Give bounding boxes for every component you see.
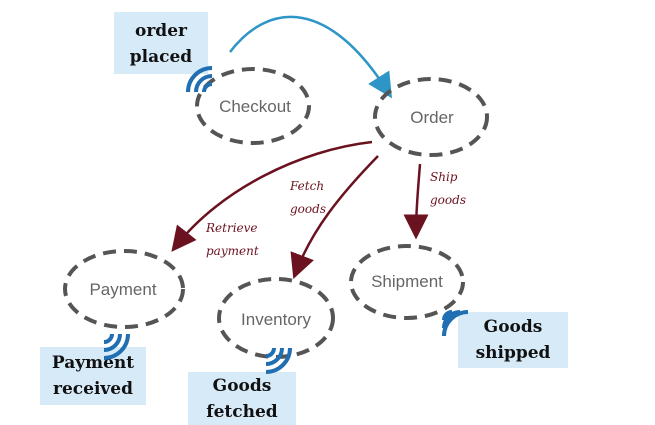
- node-inventory: Inventory: [217, 277, 335, 359]
- event-note-goods-fetched: Goods fetched: [188, 372, 296, 425]
- node-label: Payment: [89, 280, 156, 299]
- command-label-ship-goods: Ship goods: [430, 170, 466, 207]
- command-line-2: goods: [290, 202, 326, 216]
- note-background: [114, 12, 208, 74]
- command-arrow-fetch-goods: [290, 155, 379, 280]
- node-label: Order: [410, 108, 454, 127]
- node-checkout: Checkout: [195, 67, 311, 145]
- command-line-1: Fetch: [289, 179, 324, 193]
- broadcast-signal-icon: [265, 347, 292, 374]
- node-label: Shipment: [371, 272, 443, 291]
- node-outline: [63, 249, 185, 329]
- command-label-fetch-goods: Fetch goods: [289, 179, 326, 216]
- command-line-1: Retrieve: [205, 221, 258, 235]
- note-line-2: placed: [130, 47, 193, 67]
- node-shipment: Shipment: [349, 244, 465, 320]
- note-line-1: order: [135, 21, 188, 41]
- node-order: Order: [373, 77, 489, 157]
- node-outline: [195, 67, 311, 145]
- broadcast-signal-icon: [442, 310, 469, 337]
- node-label: Inventory: [241, 310, 311, 329]
- broadcast-signal-icon: [103, 333, 130, 360]
- node-label: Checkout: [219, 97, 291, 116]
- note-line-1: Payment: [52, 353, 134, 373]
- command-line-2: goods: [430, 193, 466, 207]
- broadcast-signal-icon: [186, 66, 213, 93]
- node-payment: Payment: [63, 249, 185, 329]
- command-label-retrieve-payment: Retrieve payment: [205, 221, 259, 258]
- command-arrow-retrieve-payment: [171, 140, 373, 252]
- node-outline: [373, 77, 489, 157]
- note-line-2: shipped: [476, 343, 551, 363]
- node-outline: [217, 277, 335, 359]
- note-background: [458, 312, 568, 368]
- note-background: [188, 372, 296, 425]
- note-line-1: Goods: [484, 317, 543, 337]
- command-arrow-ship-goods: [403, 163, 429, 240]
- command-line-2: payment: [206, 244, 259, 258]
- event-note-order-placed: order placed: [114, 12, 208, 74]
- note-line-1: Goods: [213, 376, 272, 396]
- note-line-2: received: [53, 379, 133, 399]
- command-line-1: Ship: [430, 170, 458, 184]
- event-arrow-order-placed: [229, 15, 393, 99]
- node-outline: [349, 244, 465, 320]
- event-note-goods-shipped: Goods shipped: [458, 312, 568, 368]
- event-note-payment-received: Payment received: [40, 347, 146, 405]
- note-background: [40, 347, 146, 405]
- note-line-2: fetched: [206, 402, 278, 422]
